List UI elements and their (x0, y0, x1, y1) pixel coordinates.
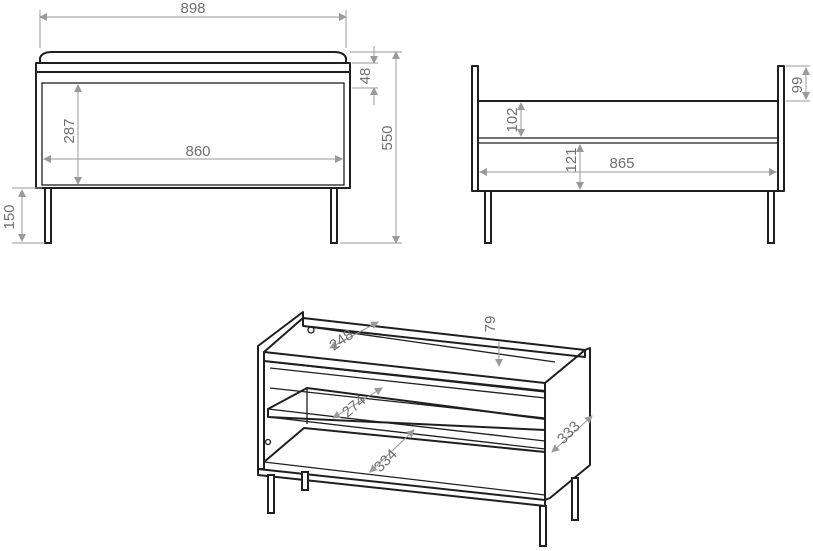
dim-back-top-gap: 99 (789, 77, 806, 94)
iso-leg-rear-left (301, 471, 309, 491)
front-leg-left (44, 187, 52, 244)
front-body (35, 71, 351, 189)
iso-leg-front-right (539, 505, 547, 547)
back-side-right (777, 65, 785, 192)
back-leg-right (767, 190, 775, 244)
front-view: 898 860 287 48 550 150 (1, 0, 402, 244)
iso-front-top-rail (263, 351, 546, 392)
front-inner-panel (41, 82, 345, 186)
back-side-left (471, 65, 479, 192)
dim-line-iso-bottom-depth (369, 429, 415, 473)
back-view: 99 102 121 865 (471, 65, 810, 244)
dim-back-upper-height: 102 (504, 107, 521, 132)
iso-hinge-bottom (264, 438, 272, 446)
front-leg-right (330, 187, 338, 244)
dim-overall-width: 898 (180, 0, 205, 17)
iso-view: 248 79 274 334 333 (257, 311, 593, 547)
dim-iso-side-depth: 333 (554, 418, 584, 448)
dim-top-height: 48 (357, 68, 374, 85)
dim-iso-rail-height: 79 (482, 316, 499, 333)
dim-line-iso-side-depth (551, 415, 593, 453)
dim-line-iso-top-depth (329, 321, 379, 349)
dim-front-inner-width: 860 (185, 143, 210, 160)
iso-top-rear-rail (302, 317, 586, 358)
dim-line-iso-shelf-depth (332, 387, 383, 419)
front-cushion (39, 51, 347, 63)
iso-bottom-shelf (263, 427, 546, 463)
dim-iso-bottom-depth: 334 (371, 446, 401, 476)
dim-back-lower-height: 121 (563, 147, 580, 172)
back-leg-left (484, 190, 492, 244)
dim-front-inner-height: 287 (61, 118, 78, 143)
front-top-panel (35, 62, 351, 73)
iso-leg-front-left (267, 474, 275, 514)
iso-middle-shelf (267, 387, 546, 431)
dim-overall-height: 550 (379, 125, 396, 150)
iso-leg-rear-right (571, 477, 579, 521)
dim-leg-height: 150 (1, 204, 18, 229)
dim-back-inner-width: 865 (609, 155, 634, 172)
